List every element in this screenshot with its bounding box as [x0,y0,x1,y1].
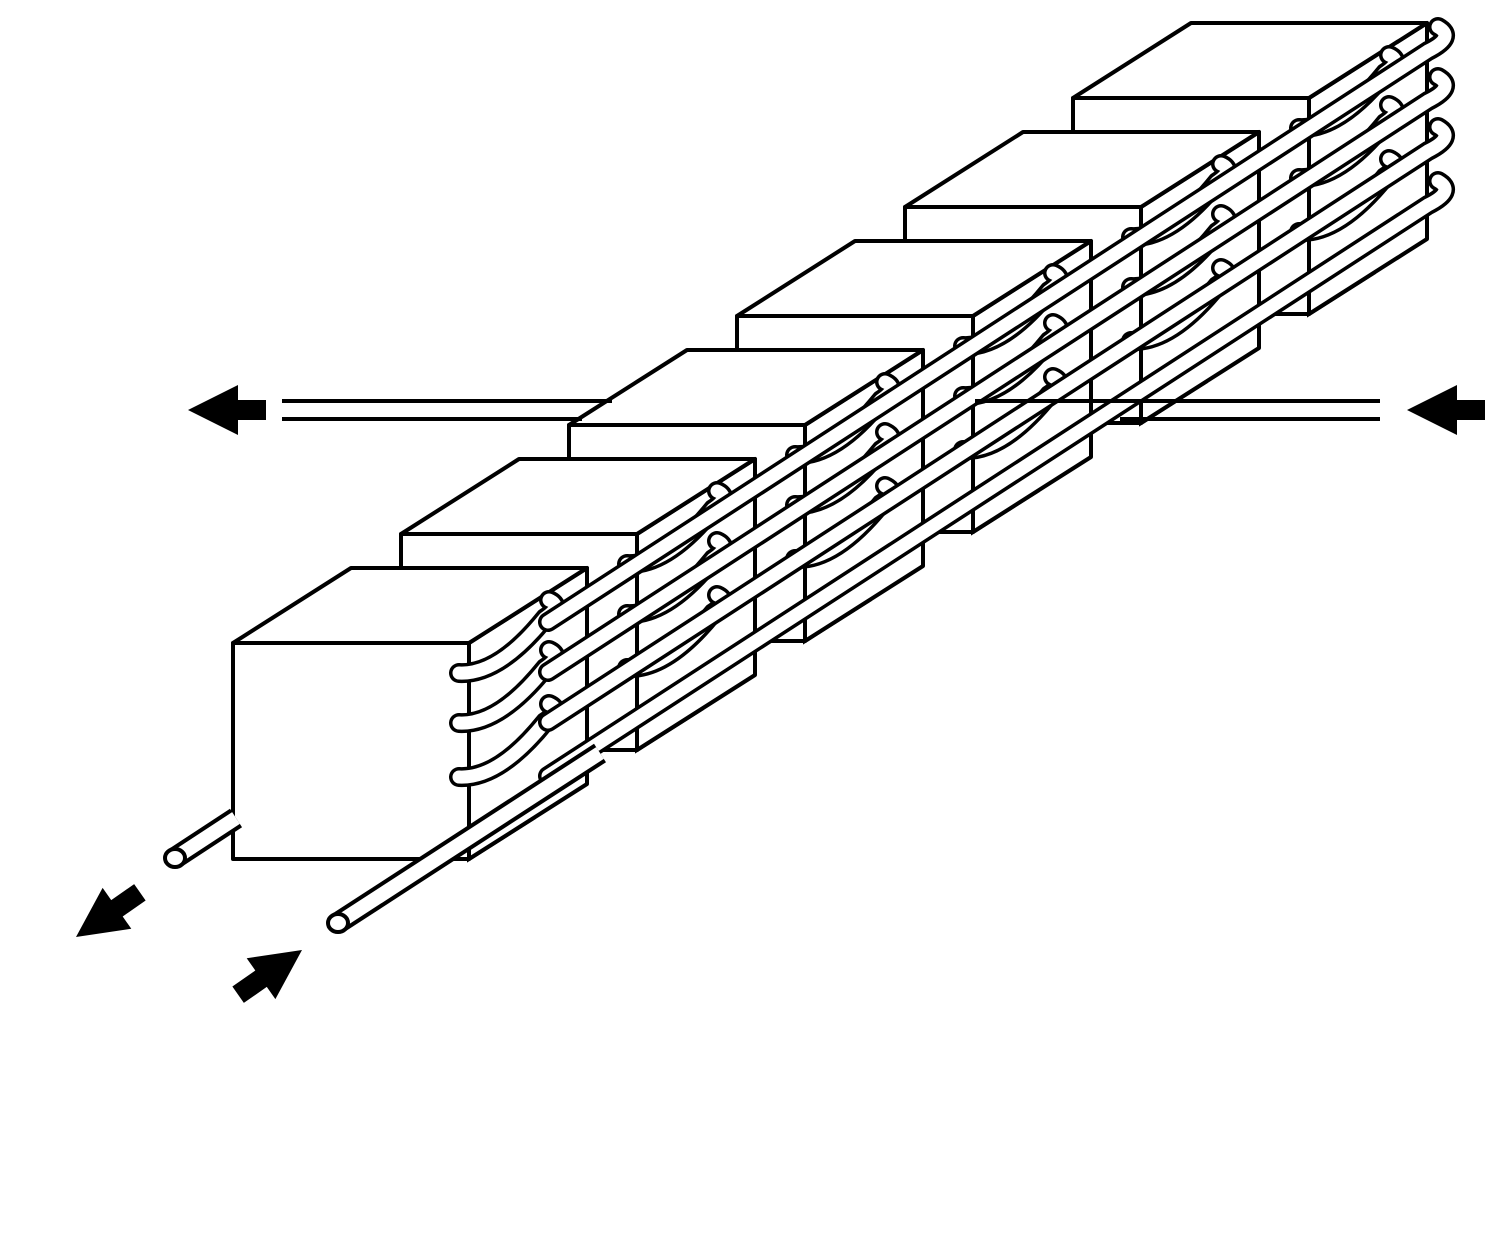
outlet-bottom-left-arrow-icon [76,884,146,937]
diagonal-pipes [538,17,1455,786]
inlet-top-right-arrow-shape [1407,385,1485,435]
inlet-pipe-core [334,747,604,929]
outlet-top-left-arrow-icon [188,385,266,435]
diagonal-pipe-3-core [541,174,1452,783]
block-front-face [231,641,471,861]
pipes-front-layer [163,17,1455,934]
inlet-top-right-arrow-icon [1407,385,1485,435]
diagonal-pipe-4-core [541,20,1452,629]
diagonal-pipe-2 [538,117,1455,732]
diagonal-pipe-1 [538,67,1455,682]
diagonal-pipe-1-core [541,70,1452,679]
inlet-bottom-arrow-icon [232,950,302,1003]
diagonal-pipe-4 [538,17,1455,632]
outlet-pipe-core [171,812,240,864]
stub-pipes [163,743,606,934]
outlet-top-left-arrow-shape [188,385,266,435]
header-pipes [282,399,1380,421]
outlet-bottom-left-arrow-shape [76,884,146,937]
block-1 [231,566,589,861]
arrows-layer [76,385,1485,1003]
diagonal-pipe-3 [538,171,1455,786]
inlet-pipe-end [326,912,350,934]
outlet-pipe-end [163,847,187,869]
inlet-bottom-arrow-shape [232,950,302,1003]
diagonal-pipe-2-core [541,120,1452,729]
